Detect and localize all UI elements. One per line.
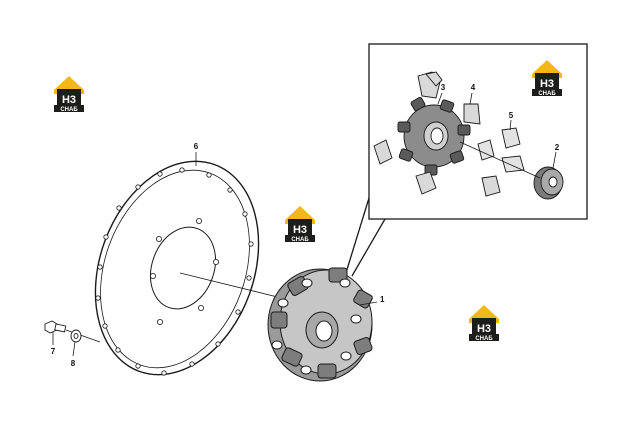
leader-5: [509, 119, 512, 131]
detail-parts: [373, 71, 564, 200]
leader-4: [469, 92, 473, 105]
logo-top-right: H3 СНАБ: [532, 60, 562, 97]
logo-mark: H3: [293, 224, 307, 236]
callout-6: 6: [194, 142, 199, 151]
callout-4: 4: [471, 83, 476, 92]
callout-leaders: [52, 92, 557, 357]
star-element: [397, 96, 471, 176]
detail-axis: [459, 141, 541, 179]
logo-mark: H3: [62, 94, 76, 106]
wedge-insert: [373, 71, 501, 197]
detail-leader-right: [351, 218, 386, 277]
logo-top-left: H3 СНАБ: [54, 76, 84, 113]
coupling-assembly: [267, 267, 373, 382]
logo-sub: СНАБ: [538, 91, 556, 97]
logo-sub: СНАБ: [291, 237, 309, 243]
callout-7: 7: [51, 347, 56, 356]
hub-flange: [533, 166, 564, 200]
callout-8: 8: [71, 359, 76, 368]
flex-plate: [94, 160, 260, 376]
callout-3: 3: [441, 83, 446, 92]
logo-center: H3 СНАБ: [285, 206, 315, 243]
logo-sub: СНАБ: [60, 107, 78, 113]
detail-frame: [368, 43, 588, 220]
logo-bottom-right: H3 СНАБ: [469, 305, 499, 342]
leader-1: [359, 301, 378, 306]
plate-mount-holes: [149, 217, 219, 325]
logo-mark: H3: [477, 323, 491, 335]
plate-bolt-holes: [95, 167, 254, 376]
logo-sub: СНАБ: [475, 336, 493, 342]
leader-2: [552, 151, 557, 169]
detail-inset: [344, 43, 588, 277]
cushion-blocks: [477, 127, 525, 173]
bolt: [44, 320, 101, 343]
detail-leader-left: [344, 197, 370, 277]
leader-8: [72, 341, 76, 357]
leader-3: [437, 92, 443, 105]
coupling-bosses: [271, 278, 362, 375]
logo-mark: H3: [540, 78, 554, 90]
washer: [70, 329, 82, 343]
callout-5: 5: [509, 111, 514, 120]
callout-1: 1: [380, 295, 385, 304]
callout-2: 2: [555, 143, 560, 152]
